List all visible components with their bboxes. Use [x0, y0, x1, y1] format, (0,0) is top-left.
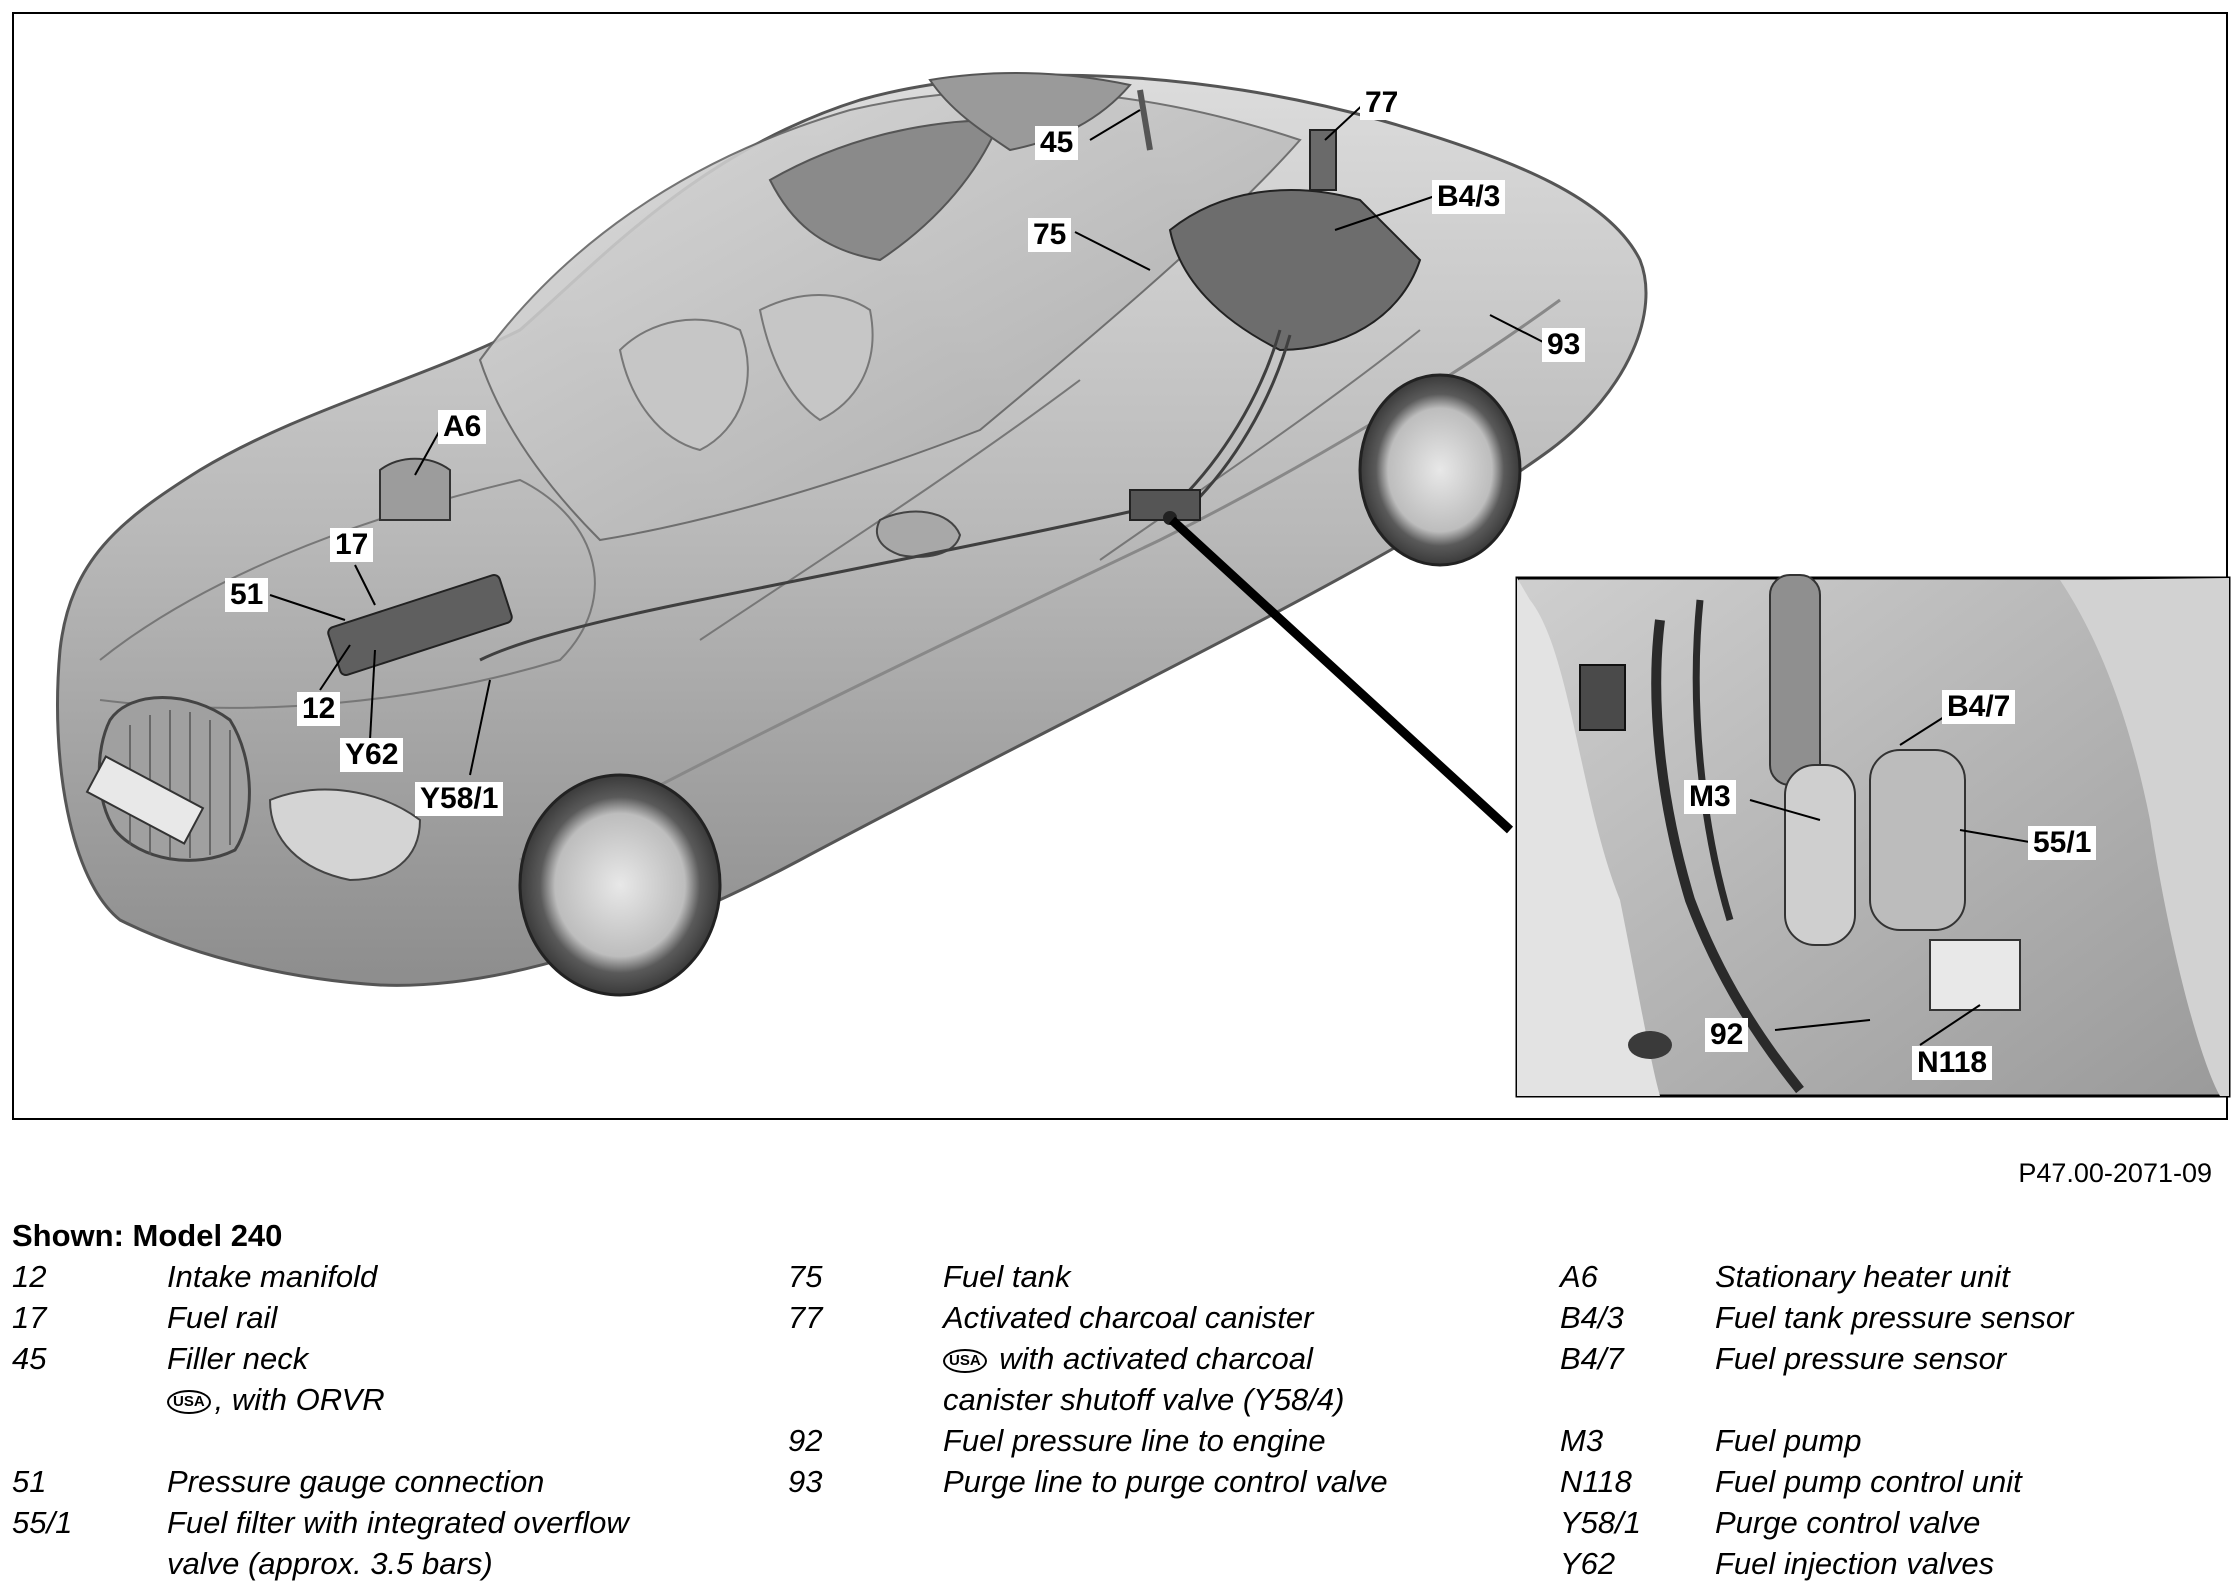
legend-row: 12 Intake manifold: [12, 1256, 629, 1297]
legend-code: 77: [788, 1300, 823, 1335]
legend-code: 93: [788, 1464, 823, 1499]
legend-desc: Fuel rail: [167, 1300, 278, 1335]
callout-a6: A6: [438, 410, 487, 444]
legend-row: 93 Purge line to purge control valve: [788, 1461, 1388, 1502]
fuel-pump-inset: [1515, 574, 2231, 1098]
legend-desc-continued: , with ORVR: [214, 1382, 385, 1417]
callout-51: 51: [225, 578, 269, 612]
legend-code: A6: [1560, 1259, 1598, 1294]
legend-desc: Fuel filter with integrated overflow: [167, 1505, 629, 1540]
legend-row: 45 Filler neck: [12, 1338, 629, 1379]
legend-desc: Filler neck: [167, 1341, 309, 1376]
figure-id: P47.00-2071-09: [2018, 1158, 2212, 1188]
legend-code: 12: [12, 1259, 47, 1294]
legend-code: 17: [12, 1300, 47, 1335]
car-body: [56, 72, 1648, 997]
legend-code: B4/3: [1560, 1300, 1624, 1335]
legend-code: 51: [12, 1464, 47, 1499]
legend-code: Y58/1: [1560, 1505, 1642, 1540]
callout-92: 92: [1705, 1018, 1749, 1052]
shown-model-label: Shown: Model 240: [12, 1218, 283, 1253]
vehicle-illustration: [56, 72, 2231, 1098]
legend-desc: Stationary heater unit: [1715, 1259, 2010, 1294]
legend-code: 75: [788, 1259, 823, 1294]
legend-row: M3 Fuel pump: [1560, 1420, 2073, 1461]
leader-lines: [269, 99, 2036, 1046]
legend-desc: Pressure gauge connection: [167, 1464, 545, 1499]
legend-code: 45: [12, 1341, 47, 1376]
legend-code: N118: [1560, 1464, 1632, 1499]
callout-y62: Y62: [340, 738, 404, 772]
legend-desc-continued: canister shutoff valve (Y58/4): [943, 1382, 1345, 1417]
legend-desc: Fuel pump control unit: [1715, 1464, 2022, 1499]
legend-row: Y58/1 Purge control valve: [1560, 1502, 2073, 1543]
legend-code: B4/7: [1560, 1341, 1624, 1376]
legend-row: B4/3 Fuel tank pressure sensor: [1560, 1297, 2073, 1338]
legend-desc: Fuel tank: [943, 1259, 1071, 1294]
legend-row: 17 Fuel rail: [12, 1297, 629, 1338]
callout-12: 12: [297, 692, 341, 726]
legend-desc-continued: with activated charcoal: [990, 1341, 1313, 1376]
callout-m3: M3: [1684, 780, 1736, 814]
callout-b4-7: B4/7: [1942, 690, 2016, 724]
inset-pointer-line: [1168, 516, 1514, 834]
legend-row: Y62 Fuel injection valves: [1560, 1543, 2073, 1584]
legend-column-1: 12 Intake manifold 17 Fuel rail 45 Filler n…: [12, 1256, 629, 1584]
legend-code: Y62: [1560, 1546, 1616, 1581]
legend-row: A6 Stationary heater unit: [1560, 1256, 2073, 1297]
legend-row: 92 Fuel pressure line to engine: [788, 1420, 1388, 1461]
legend-desc: Fuel tank pressure sensor: [1715, 1300, 2074, 1335]
callout-n118: N118: [1912, 1046, 1993, 1080]
legend-row: 55/1 Fuel filter with integrated overflow: [12, 1502, 629, 1543]
legend-row: B4/7 Fuel pressure sensor: [1560, 1338, 2073, 1379]
legend-row: N118 Fuel pump control unit: [1560, 1461, 2073, 1502]
legend-row: 51 Pressure gauge connection: [12, 1461, 629, 1502]
legend-row: USA with activated charcoal: [788, 1338, 1388, 1379]
legend-column-2: 75 Fuel tank 77 Activated charcoal caniste…: [788, 1256, 1388, 1502]
legend-desc: Fuel injection valves: [1715, 1546, 1995, 1581]
legend-column-3: A6 Stationary heater unit B4/3 Fuel tank p…: [1560, 1256, 2073, 1584]
callout-77: 77: [1360, 86, 1404, 120]
usa-badge-icon: USA: [943, 1348, 987, 1373]
legend-desc: Fuel pressure sensor: [1715, 1341, 2007, 1376]
legend-code: M3: [1560, 1423, 1604, 1458]
legend-desc-continued: valve (approx. 3.5 bars): [167, 1546, 493, 1581]
legend-row: canister shutoff valve (Y58/4): [788, 1379, 1388, 1420]
legend-desc: Activated charcoal canister: [943, 1300, 1314, 1335]
usa-badge-icon: USA: [167, 1389, 211, 1414]
legend-desc: Fuel pressure line to engine: [943, 1423, 1326, 1458]
legend-code: 55/1: [12, 1505, 73, 1540]
legend-code: 92: [788, 1423, 823, 1458]
callout-75: 75: [1028, 218, 1072, 252]
callout-93: 93: [1542, 328, 1586, 362]
legend-desc: Purge control valve: [1715, 1505, 1981, 1540]
callout-55-1: 55/1: [2028, 826, 2097, 860]
legend-desc: Purge line to purge control valve: [943, 1464, 1388, 1499]
callout-17: 17: [330, 528, 374, 562]
callout-y58-1: Y58/1: [415, 782, 504, 816]
legend-row: USA, with ORVR: [12, 1379, 629, 1420]
legend-row: valve (approx. 3.5 bars): [12, 1543, 629, 1584]
legend-desc: Fuel pump: [1715, 1423, 1862, 1458]
legend-row: 75 Fuel tank: [788, 1256, 1388, 1297]
legend-row: 77 Activated charcoal canister: [788, 1297, 1388, 1338]
callout-b4-3: B4/3: [1432, 180, 1506, 214]
callout-45: 45: [1035, 126, 1079, 160]
legend-desc: Intake manifold: [167, 1259, 378, 1294]
